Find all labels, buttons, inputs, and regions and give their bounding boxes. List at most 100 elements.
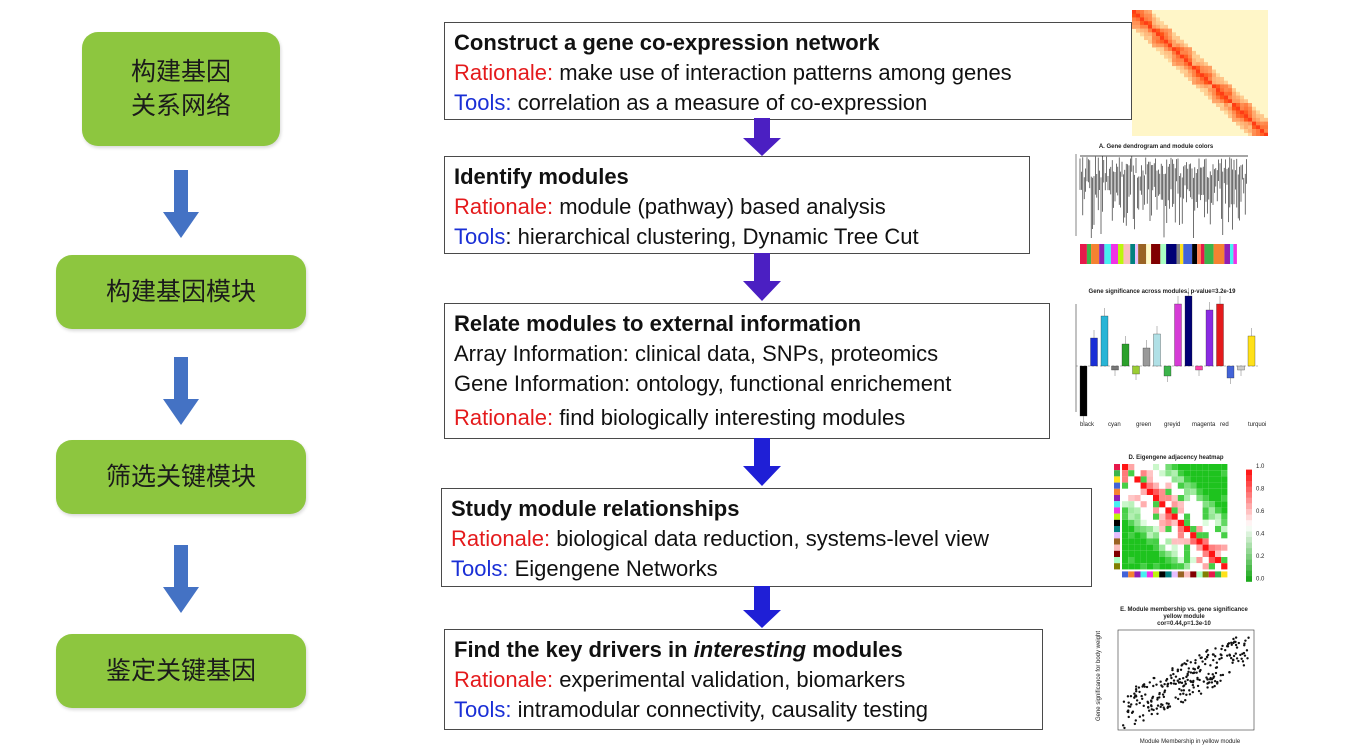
- heatmap-cell: [1224, 110, 1228, 115]
- heatmap-cell: [1153, 563, 1160, 570]
- down-arrow-icon: [163, 357, 199, 425]
- heatmap-cell: [1202, 470, 1209, 477]
- heatmap-cell: [1146, 538, 1153, 545]
- barplot-xlabel: red: [1220, 422, 1229, 428]
- heatmap-cell: [1240, 125, 1244, 130]
- heatmap-cell: [1146, 532, 1153, 539]
- heatmap-cell: [1221, 464, 1228, 471]
- scatter-point: [1237, 659, 1240, 663]
- heatmap-cell: [1184, 513, 1191, 520]
- scatter-point: [1176, 679, 1179, 682]
- scatter-point: [1133, 692, 1136, 695]
- heatmap-cell: [1140, 557, 1147, 564]
- scatter-point: [1167, 705, 1170, 708]
- scatter-point: [1186, 678, 1189, 682]
- step-label: 构建基因模块: [105, 277, 256, 306]
- bar: [1090, 337, 1098, 367]
- scatter-point: [1143, 685, 1146, 688]
- heatmap-cell: [1188, 54, 1192, 59]
- scatter-point: [1158, 692, 1161, 696]
- heatmap-cell: [1156, 32, 1160, 37]
- heatmap-cell: [1244, 125, 1248, 130]
- scatter-point: [1228, 653, 1231, 656]
- colorbar-segment: [1246, 492, 1252, 498]
- heatmap-cell: [1165, 557, 1172, 564]
- colorbar-segment: [1246, 503, 1252, 509]
- scatter-point: [1169, 674, 1172, 677]
- colorbar-label: 0.2: [1256, 554, 1265, 560]
- scatter-point: [1234, 636, 1238, 639]
- scatter-point: [1198, 654, 1201, 657]
- heatmap-cell: [1184, 550, 1191, 557]
- module-color-band: [1224, 244, 1231, 264]
- heatmap-cell: [1236, 103, 1240, 107]
- heatmap-cell: [1192, 69, 1196, 74]
- heatmap-cell: [1184, 47, 1188, 52]
- heatmap-cell: [1208, 532, 1215, 539]
- module-color-band: [1204, 244, 1214, 264]
- heatmap-cell: [1148, 28, 1152, 33]
- module-color-band: [1114, 476, 1120, 483]
- scatter-point: [1162, 695, 1166, 699]
- heatmap-cell: [1152, 43, 1156, 48]
- heatmap-cell: [1156, 39, 1160, 44]
- scatter-point: [1216, 682, 1219, 685]
- colorbar-segment: [1246, 525, 1252, 532]
- heatmap-cell: [1240, 114, 1244, 119]
- module-color-band: [1114, 526, 1120, 533]
- rationale-label: Rationale:: [454, 194, 554, 219]
- heatmap-cell: [1252, 106, 1256, 111]
- heatmap-cell: [1221, 532, 1228, 539]
- heatmap-cell: [1196, 80, 1200, 85]
- step-identify-key-genes: 鉴定关键基因: [56, 634, 306, 708]
- scatter-point: [1212, 658, 1215, 662]
- colorbar-segment: [1246, 497, 1252, 504]
- heatmap-cell: [1196, 73, 1200, 78]
- down-arrow-icon: [743, 253, 781, 301]
- heatmap-cell: [1208, 507, 1215, 514]
- heatmap-cell: [1156, 24, 1160, 29]
- scatter-point: [1163, 689, 1167, 692]
- scatter-point: [1179, 668, 1183, 672]
- heatmap-cell: [1202, 507, 1209, 514]
- scatter-point: [1180, 681, 1184, 685]
- heatmap-cell: [1122, 507, 1129, 514]
- scatter-point: [1177, 681, 1181, 684]
- colorbar-segment: [1246, 531, 1252, 537]
- module-color-band: [1122, 571, 1129, 578]
- scatter-point: [1141, 714, 1145, 717]
- module-color-band: [1114, 488, 1120, 495]
- heatmap-cell: [1208, 495, 1215, 502]
- scatter-point: [1183, 662, 1186, 665]
- heatmap-cell: [1196, 495, 1203, 502]
- heatmap-cell: [1122, 532, 1129, 539]
- heatmap-cell: [1140, 563, 1147, 570]
- heatmap-cell: [1190, 476, 1197, 483]
- heatmap-cell: [1148, 32, 1152, 37]
- heatmap-cell: [1134, 550, 1141, 557]
- heatmap-cell: [1221, 501, 1228, 508]
- heatmap-cell: [1202, 464, 1209, 471]
- heatmap-cell: [1215, 495, 1222, 502]
- colorbar-segment: [1246, 469, 1252, 476]
- heatmap-cell: [1146, 519, 1153, 526]
- heatmap-cell: [1184, 482, 1191, 489]
- heatmap-cell: [1176, 36, 1180, 41]
- module-color-band: [1114, 513, 1120, 520]
- heatmap-cell: [1153, 550, 1160, 557]
- heatmap-cell: [1184, 507, 1191, 514]
- heatmap-cell: [1264, 125, 1268, 130]
- module-color-band: [1146, 244, 1152, 264]
- module-color-band: [1202, 571, 1209, 578]
- scatter-point: [1184, 699, 1187, 702]
- module-color-band: [1146, 571, 1153, 578]
- heatmap-cell: [1215, 526, 1222, 533]
- scatter-point: [1161, 693, 1165, 696]
- heatmap-cell: [1160, 21, 1164, 26]
- heatmap-cell: [1196, 54, 1200, 59]
- heatmap-cell: [1159, 563, 1166, 570]
- rationale-label: Rationale:: [451, 526, 551, 551]
- heatmap-cell: [1192, 54, 1196, 59]
- heatmap-cell: [1180, 47, 1184, 52]
- heatmap-cell: [1188, 58, 1192, 63]
